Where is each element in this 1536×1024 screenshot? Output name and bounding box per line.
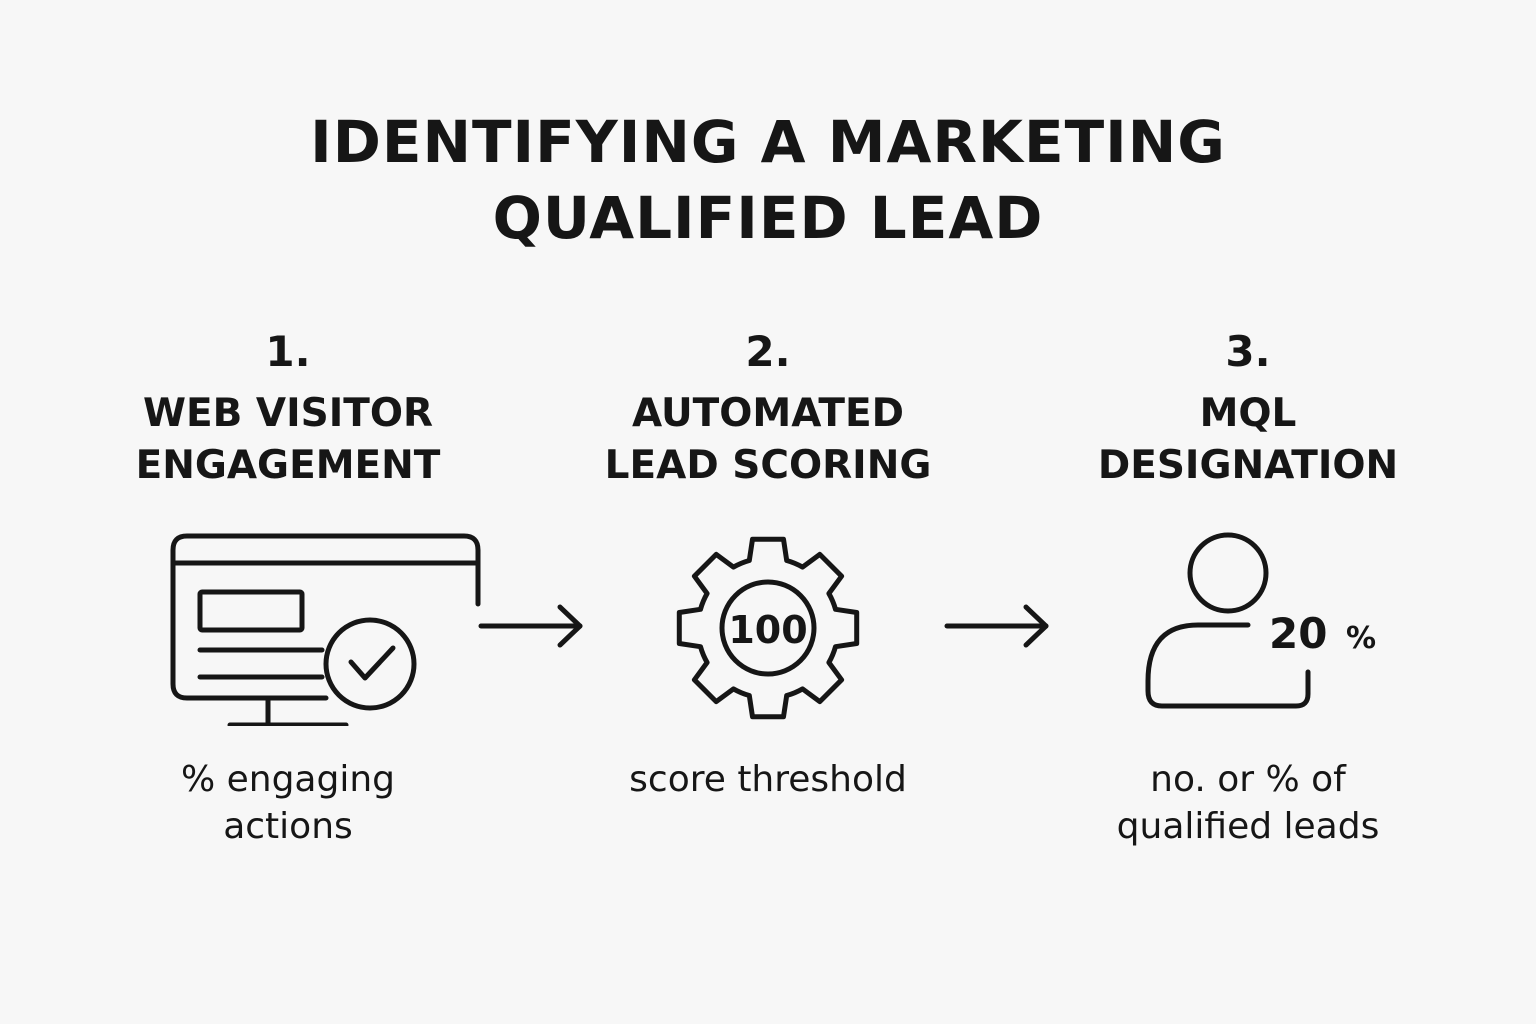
gear-score-value: 100 xyxy=(728,608,807,652)
mql-percent-unit: % xyxy=(1346,621,1376,656)
step-1-number: 1. xyxy=(265,327,311,376)
right-arrow-icon xyxy=(944,604,1049,648)
person-percent-icon: 20 % xyxy=(1145,532,1376,709)
step-1: 1. WEB VISITOR ENGAGEMENT % engaging act… xyxy=(78,326,498,847)
step-2-number: 2. xyxy=(745,327,791,376)
step-3-description-line-1: no. or % of xyxy=(1150,759,1346,800)
monitor-check-icon xyxy=(170,533,481,726)
step-2-title: AUTOMATED LEAD SCORING xyxy=(558,388,978,492)
step-2: 2. AUTOMATED LEAD SCORING 100 score thre… xyxy=(558,326,978,800)
step-3-title-line-1: MQL xyxy=(1199,391,1297,436)
step-2-title-line-2: LEAD SCORING xyxy=(604,443,932,488)
step-2-description: score threshold xyxy=(558,756,978,803)
step-3: 3. MQL DESIGNATION 20 % no. or % of qual… xyxy=(1038,326,1458,847)
step-3-title-line-2: DESIGNATION xyxy=(1097,443,1399,488)
right-arrow-icon xyxy=(478,604,583,648)
page-title: IDENTIFYING A MARKETING QUALIFIED LEAD xyxy=(0,104,1536,256)
step-1-title-line-1: WEB VISITOR xyxy=(142,391,434,436)
title-line-1: IDENTIFYING A MARKETING xyxy=(310,108,1226,176)
step-3-title: MQL DESIGNATION xyxy=(1038,388,1458,492)
step-1-title: WEB VISITOR ENGAGEMENT xyxy=(78,388,498,492)
step-3-number: 3. xyxy=(1225,327,1271,376)
mql-percent-value: 20 xyxy=(1269,609,1327,658)
step-1-description-line-1: % engaging xyxy=(180,759,396,800)
step-1-description: % engaging actions xyxy=(78,756,498,850)
step-1-title-line-2: ENGAGEMENT xyxy=(135,443,441,488)
gear-score-icon: 100 xyxy=(676,536,860,720)
step-3-description: no. or % of qualified leads xyxy=(1038,756,1458,850)
step-1-description-line-2: actions xyxy=(223,806,353,847)
step-2-description-line-1: score threshold xyxy=(629,759,907,800)
step-2-title-line-1: AUTOMATED xyxy=(632,391,904,436)
step-3-description-line-2: qualified leads xyxy=(1116,806,1380,847)
title-line-2: QUALIFIED LEAD xyxy=(492,184,1044,252)
